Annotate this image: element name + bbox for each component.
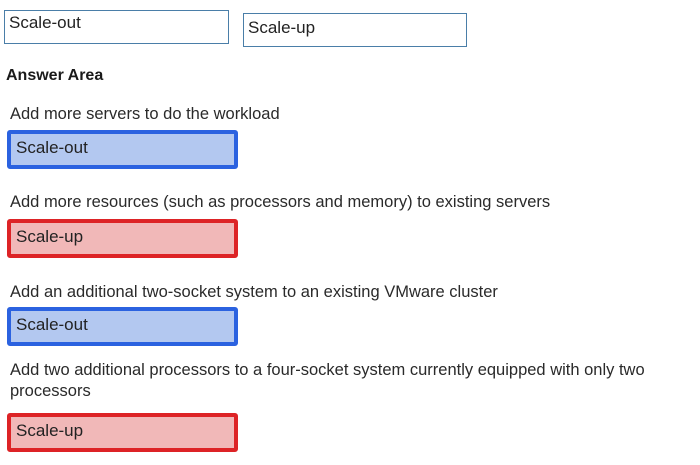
answer-slot-1[interactable]: Scale-out [7, 130, 238, 169]
statement-3: Add an additional two-socket system to a… [10, 283, 498, 301]
statement-2: Add more resources (such as processors a… [10, 193, 551, 211]
statement-1: Add more servers to do the workload [10, 105, 280, 123]
scale-up-tile[interactable]: Scale-up [243, 13, 467, 47]
answer-area-title: Answer Area [6, 67, 104, 84]
answer-slot-2[interactable]: Scale-up [7, 219, 238, 258]
scale-out-tile[interactable]: Scale-out [4, 10, 229, 44]
answer-slot-3[interactable]: Scale-out [7, 307, 238, 346]
statement-4: Add two additional processors to a four-… [10, 361, 645, 400]
answer-slot-4[interactable]: Scale-up [7, 413, 238, 452]
